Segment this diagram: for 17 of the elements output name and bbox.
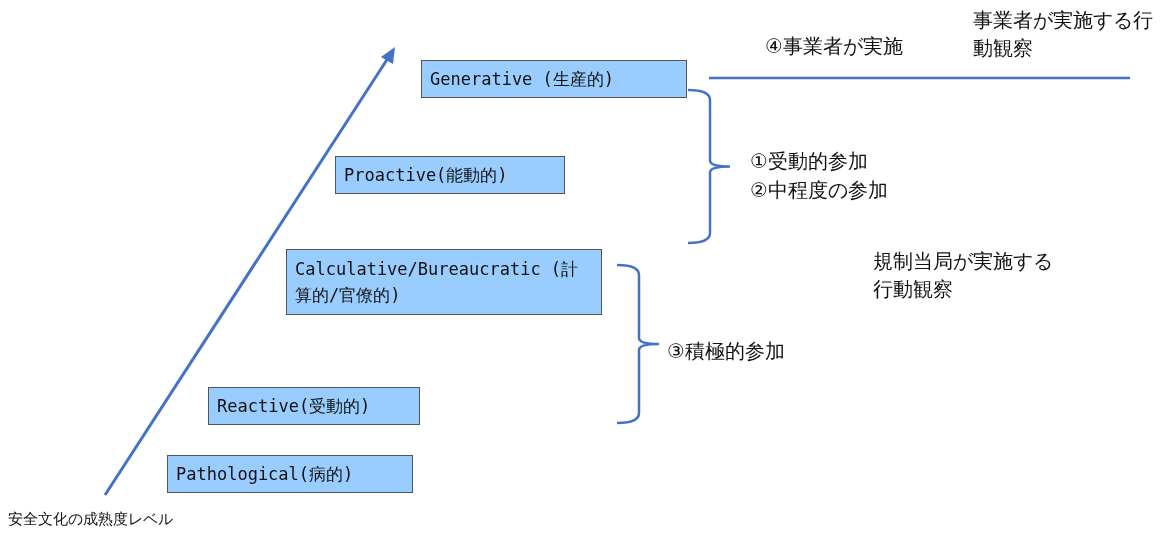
- level-label: Calculative/Bureaucratic (計算的/官僚的): [295, 258, 580, 307]
- level-box: [421, 60, 687, 98]
- note-text: 事業者が実施する行動観察: [973, 7, 1154, 62]
- participation-label: ②中程度の参加: [750, 177, 889, 204]
- note-text: ④事業者が実施: [765, 33, 904, 60]
- participation-label: ①受動的参加: [750, 148, 869, 175]
- note-text: 規制当局が実施する行動観察: [873, 248, 1054, 303]
- level-label: Generative (生産的): [430, 68, 615, 91]
- axis-label: 安全文化の成熟度レベル: [8, 509, 174, 530]
- level-label: Reactive(受動的): [217, 395, 371, 418]
- level-label: Pathological(病的): [176, 463, 354, 486]
- level-box: [208, 387, 420, 425]
- level-box: [286, 249, 602, 315]
- level-box: [335, 156, 565, 194]
- level-box: [167, 455, 413, 493]
- participation-label: ③積極的参加: [667, 338, 786, 365]
- level-label: Proactive(能動的): [344, 164, 508, 187]
